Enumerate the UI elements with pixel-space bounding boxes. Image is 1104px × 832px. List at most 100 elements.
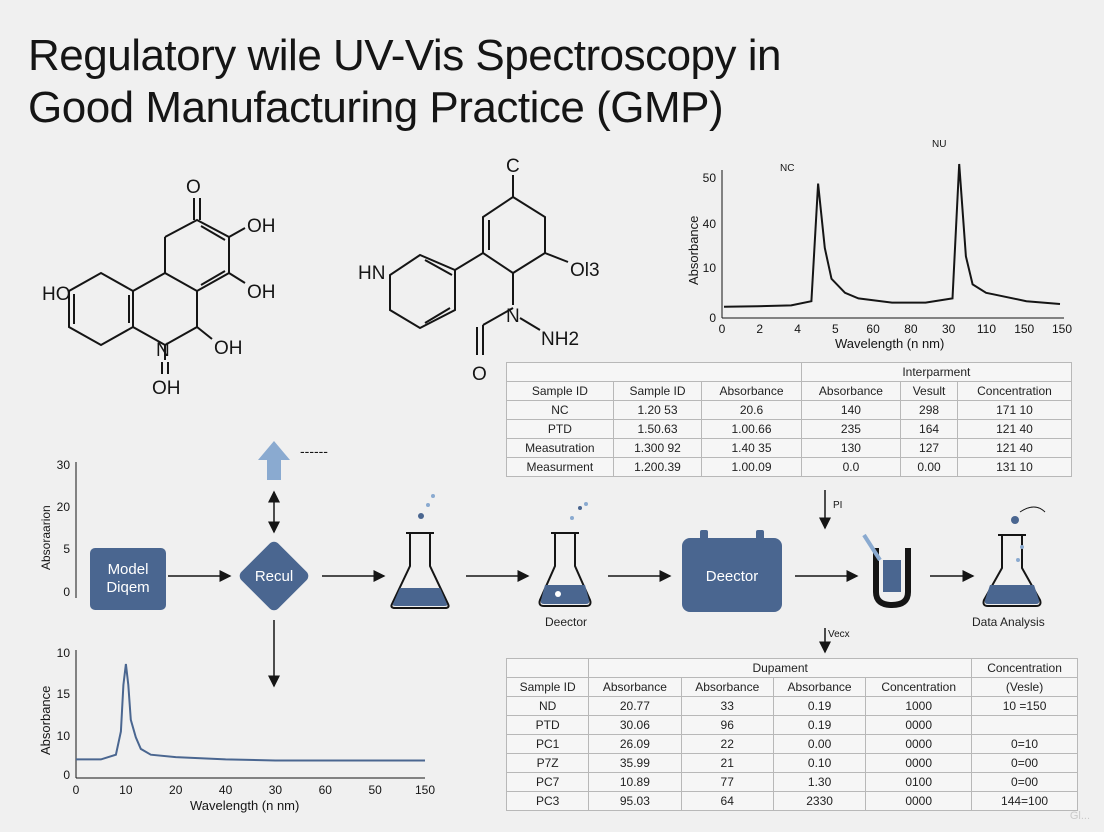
bottom-chart-ytick: 0 xyxy=(63,768,70,782)
table1-cell: 164 xyxy=(900,419,958,439)
table2-header-cell: (Vesle) xyxy=(971,677,1078,697)
arrow-label-pi: PI xyxy=(833,500,842,511)
detector-box-label: Deector xyxy=(706,568,759,585)
watermark: Gl... xyxy=(1069,810,1090,822)
molecule-1 xyxy=(68,198,246,374)
table1-header-cell: Sample ID xyxy=(612,381,703,401)
table1-cell: 1.00.66 xyxy=(701,419,802,439)
mol2-label-c: C xyxy=(506,156,520,177)
table2-cell: 30.06 xyxy=(588,715,682,735)
table2-group-header: Dupament xyxy=(588,658,973,678)
table1-group-header: Interparment xyxy=(800,362,1073,382)
detector-knob-right xyxy=(756,530,764,540)
table2-cell: PTD xyxy=(505,715,590,735)
table1-cell: 130 xyxy=(800,438,902,458)
table1-cell: Measutration xyxy=(506,438,614,458)
table1-cell: 1.300 92 xyxy=(612,438,703,458)
bottom-chart-ytick: 10 xyxy=(57,729,71,743)
bottom-chart-ytick: 10 xyxy=(57,646,71,660)
table2-header-cell: Absorbance xyxy=(772,677,867,697)
up-arrow-icon xyxy=(258,441,290,480)
table1-cell: 1.50.63 xyxy=(612,419,703,439)
table1-cell: 1.40 35 xyxy=(701,438,802,458)
table1-cell: 131 10 xyxy=(956,457,1073,477)
top-chart-ytick: 0 xyxy=(709,311,716,325)
top-chart-xtick: 110 xyxy=(977,322,996,336)
mol1-label-oh-right: OH xyxy=(214,338,243,359)
mol1-label-oh-top: OH xyxy=(247,216,276,237)
table2-cell: 21 xyxy=(680,753,774,773)
table2-cell: 0000 xyxy=(865,715,973,735)
flask-1-icon xyxy=(390,494,450,609)
table2-cell: 0000 xyxy=(865,791,973,811)
arrow-label-vecx: Vecx xyxy=(828,629,850,640)
table2-cell: 20.77 xyxy=(588,696,682,716)
bottom-chart-xtick: 40 xyxy=(219,783,233,797)
table2-cell: 1.30 xyxy=(772,772,867,792)
bottom-chart-xtick: 50 xyxy=(368,783,382,797)
mol1-label-oh-bottom: OH xyxy=(152,378,181,399)
mol1-label-n: N xyxy=(156,340,170,361)
table1-header-cell: Vesult xyxy=(900,381,958,401)
mid-chart-ytick: 20 xyxy=(57,500,71,514)
top-chart-xtick: 60 xyxy=(866,322,880,336)
mid-chart-ytick: 30 xyxy=(57,458,71,472)
flask-2-caption: Deector xyxy=(545,615,588,629)
top-chart-xtick: 80 xyxy=(904,322,918,336)
table2-cell: 26.09 xyxy=(588,734,682,754)
table1-cell: 121 40 xyxy=(956,419,1073,439)
bottom-chart-xtick: 20 xyxy=(169,783,183,797)
title-line-2: Good Manufacturing Practice (GMP) xyxy=(28,83,724,132)
table1-cell: 1.00.09 xyxy=(701,457,802,477)
table2-cell: 0.19 xyxy=(772,715,867,735)
mol2-label-o: O xyxy=(472,364,487,385)
table2-cell: 0.00 xyxy=(772,734,867,754)
mid-chart-ylabel: Absoraarion xyxy=(39,505,53,570)
top-chart-xtick: 0 xyxy=(719,322,726,336)
table2-cell: 96 xyxy=(680,715,774,735)
mol1-label-o: O xyxy=(186,177,201,198)
mol1-label-ho: HO xyxy=(42,284,71,305)
table2-cell: 10.89 xyxy=(588,772,682,792)
table1-cell: 140 xyxy=(800,400,902,420)
top-chart-annotation-nu: NU xyxy=(932,139,946,150)
table2-header-cell: Concentration xyxy=(865,677,973,697)
top-chart-ylabel: Absorbance xyxy=(686,216,701,285)
table2-cell: PC3 xyxy=(505,791,590,811)
table2-cell: 0.10 xyxy=(772,753,867,773)
table1-cell: 171 10 xyxy=(956,400,1073,420)
detector-knob-left xyxy=(700,530,708,540)
title-line-1: Regulatory wile UV-Vis Spectroscopy in xyxy=(28,31,781,80)
bottom-chart-ytick: 15 xyxy=(57,687,71,701)
table1-cell: 235 xyxy=(800,419,902,439)
diamond-label: Recul xyxy=(255,568,293,585)
table1-header-cell: Absorbance xyxy=(800,381,902,401)
model-box: Model Diqem xyxy=(90,548,166,610)
top-chart-xtick: 150 xyxy=(1014,322,1034,336)
table2-cell: 2330 xyxy=(772,791,867,811)
table2-cell: P7Z xyxy=(505,753,590,773)
table1-cell: 0.0 xyxy=(800,457,902,477)
table1-blank-group xyxy=(506,362,802,382)
table1-cell: 127 xyxy=(900,438,958,458)
table1-cell: 20.6 xyxy=(701,400,802,420)
top-chart-xlabel: Wavelength (n nm) xyxy=(835,336,944,351)
top-chart-ytick: 40 xyxy=(703,217,717,231)
table2-cell: 0=00 xyxy=(971,753,1078,773)
table1-cell: 1.200.39 xyxy=(612,457,703,477)
table2-cell: 0.19 xyxy=(772,696,867,716)
dashes-label: ------ xyxy=(300,443,328,459)
table2-cell: 22 xyxy=(680,734,774,754)
bottom-chart-ylabel: Absorbance xyxy=(38,686,53,755)
